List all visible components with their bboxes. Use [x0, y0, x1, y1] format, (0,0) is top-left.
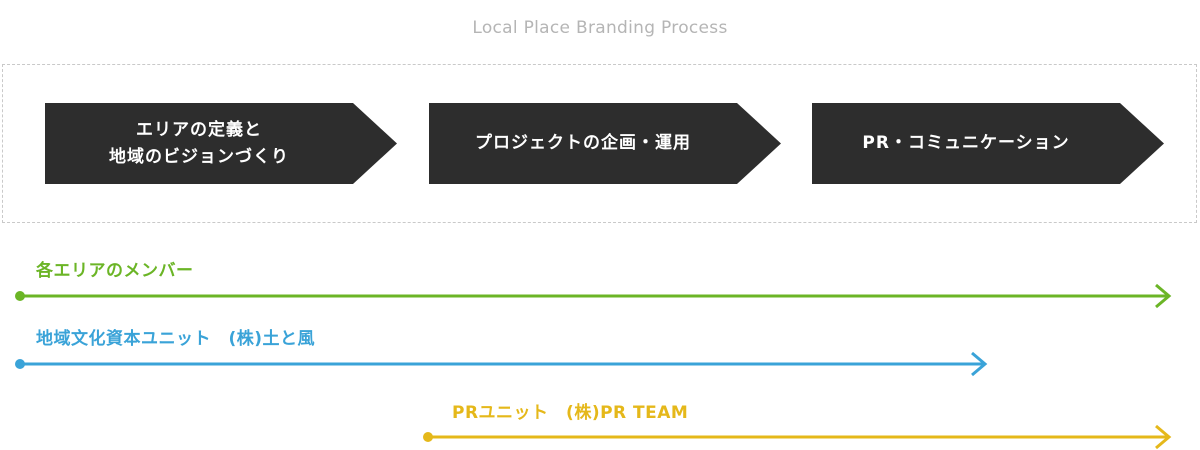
timeline-pr-unit: [423, 424, 1172, 450]
step-pr-communication: PR・コミュニケーション: [812, 103, 1164, 184]
step-label-line: 地域のビジョンづくり: [109, 146, 289, 167]
step-area-definition-vision: エリアの定義と 地域のビジョンづくり: [45, 103, 397, 184]
timeline-arrowhead: [971, 351, 988, 377]
step-label: プロジェクトの企画・運用: [475, 130, 691, 156]
step-project-planning: プロジェクトの企画・運用: [429, 103, 781, 184]
step-label: PR・コミュニケーション: [862, 130, 1069, 156]
timeline-area-members: [15, 283, 1172, 309]
step-label-line: プロジェクトの企画・運用: [475, 133, 691, 154]
timeline-regional-culture-unit: [15, 351, 988, 377]
step-label-line: エリアの定義と: [136, 120, 262, 141]
step-label-line: PR・コミュニケーション: [862, 133, 1070, 154]
team-label-regional-culture-unit: 地域文化資本ユニット (株)土と風: [36, 329, 316, 349]
team-label-area-members: 各エリアのメンバー: [36, 261, 194, 281]
team-label-pr-unit: PRユニット (株)PR TEAM: [452, 403, 689, 423]
step-label: エリアの定義と 地域のビジョンづくり: [109, 117, 289, 170]
diagram-title: Local Place Branding Process: [472, 18, 728, 38]
timeline-arrowhead: [1155, 283, 1172, 309]
timeline-arrowhead: [1155, 424, 1172, 450]
process-container: [2, 64, 1197, 223]
